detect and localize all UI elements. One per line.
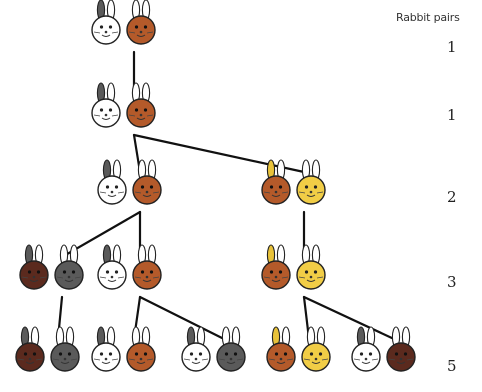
rabbit-layer bbox=[15, 0, 416, 372]
rabbit-g5p2-right bbox=[126, 326, 156, 372]
rabbit-pair-g2p1 bbox=[91, 82, 156, 128]
rabbit-g5p2-left bbox=[91, 326, 121, 372]
generation-5-count: 5 bbox=[447, 357, 457, 375]
tree-link-g4p2-g5p3 bbox=[138, 295, 226, 341]
link-layer bbox=[56, 50, 396, 341]
rabbit-pair-g4p3 bbox=[261, 244, 326, 290]
rabbit-g4p1-right bbox=[54, 244, 84, 290]
rabbit-g3p2-right bbox=[296, 159, 326, 205]
rabbit-g3p1-left bbox=[97, 159, 127, 205]
generation-3-count: 2 bbox=[447, 188, 457, 206]
rabbit-g3p1-right bbox=[132, 159, 162, 205]
tree-link-g2p1-g3p2 bbox=[132, 133, 306, 174]
rabbit-pair-g3p1 bbox=[97, 159, 162, 205]
rabbit-g5p4-left bbox=[266, 326, 296, 372]
rabbit-g5p5-left bbox=[351, 326, 381, 372]
rabbit-g5p1-right bbox=[50, 326, 80, 372]
generation-4-count: 3 bbox=[447, 273, 457, 291]
rabbit-g5p3-left bbox=[181, 326, 211, 372]
rabbit-pair-g4p1 bbox=[19, 244, 84, 290]
rabbit-g1p1-right bbox=[126, 0, 156, 45]
rabbit-pair-g5p5 bbox=[351, 326, 416, 372]
rabbit-pair-g3p2 bbox=[261, 159, 326, 205]
rabbit-g4p3-right bbox=[296, 244, 326, 290]
rabbit-pair-g4p2 bbox=[97, 244, 162, 290]
generation-2-count: 1 bbox=[447, 106, 457, 124]
rabbit-g4p3-left bbox=[261, 244, 291, 290]
rabbit-g5p3-right bbox=[216, 326, 246, 372]
rabbit-g3p2-left bbox=[261, 159, 291, 205]
rabbit-g4p1-left bbox=[19, 244, 49, 290]
rabbit-pairs-column-header: Rabbit pairs bbox=[396, 11, 460, 24]
generation-1-count: 1 bbox=[447, 38, 457, 56]
rabbit-pair-g1p1 bbox=[91, 0, 156, 45]
rabbit-pair-g5p3 bbox=[181, 326, 246, 372]
rabbit-g5p4-right bbox=[301, 326, 331, 372]
rabbit-g4p2-right bbox=[132, 244, 162, 290]
rabbit-pair-g5p1 bbox=[15, 326, 80, 372]
tree-link-g4p3-g5p5 bbox=[302, 295, 396, 341]
rabbit-g5p5-right bbox=[386, 326, 416, 372]
rabbit-g1p1-left bbox=[91, 0, 121, 45]
rabbit-pair-g5p2 bbox=[91, 326, 156, 372]
rabbit-pair-g5p4 bbox=[266, 326, 331, 372]
rabbit-g2p1-left bbox=[91, 82, 121, 128]
rabbit-g2p1-right bbox=[126, 82, 156, 128]
rabbit-g4p2-left bbox=[97, 244, 127, 290]
rabbit-g5p1-left bbox=[15, 326, 45, 372]
